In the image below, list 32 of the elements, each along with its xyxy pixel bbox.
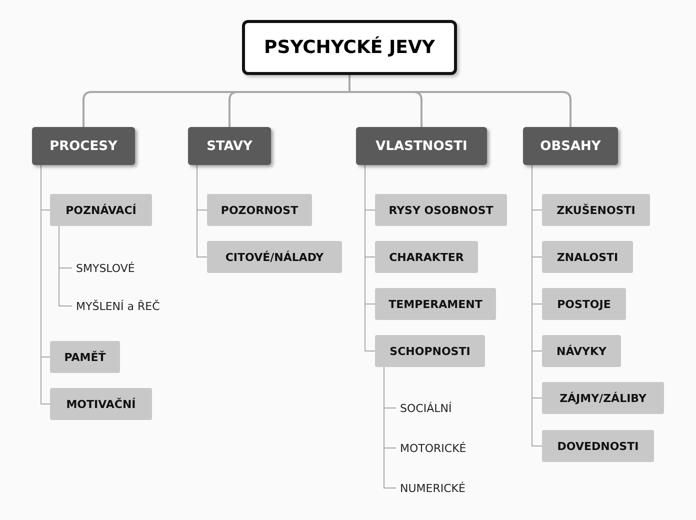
topic-box: CITOVÉ/NÁLADY [207, 241, 342, 273]
subtopic-label: NUMERICKÉ [396, 479, 476, 497]
connector-line [364, 164, 376, 352]
topic-box: ZÁJMY/ZÁLIBY [542, 382, 664, 414]
topic-box: POZORNOST [207, 194, 312, 226]
subtopic-label: MYŠLENÍ a ŘEČ [72, 297, 172, 315]
connector-line [384, 366, 396, 488]
connector-line [532, 164, 542, 446]
category-box: STAVY [188, 127, 271, 165]
subtopic-label: SMYSLOVÉ [72, 259, 152, 277]
topic-box: ZNALOSTI [542, 241, 633, 273]
topic-box: SCHOPNOSTI [375, 335, 485, 367]
topic-box: PAMĚŤ [50, 341, 120, 373]
connector-line [196, 164, 208, 258]
root-box: PSYCHYCKÉ JEVY [242, 20, 457, 75]
topic-box: NÁVYKY [542, 335, 621, 367]
topic-box: MOTIVAČNÍ [50, 388, 152, 420]
category-box: OBSAHY [523, 127, 618, 165]
topic-box: CHARAKTER [375, 241, 478, 273]
topic-box: POZNÁVACÍ [50, 194, 152, 226]
connector-line [40, 164, 50, 404]
category-box: VLASTNOSTI [356, 127, 487, 165]
subtopic-label: MOTORICKÉ [396, 439, 476, 457]
connector-line [58, 226, 72, 306]
topic-box: ZKUŠENOSTI [542, 194, 650, 226]
topic-box: TEMPERAMENT [375, 288, 496, 320]
topic-box: RYSY OSOBNOST [375, 194, 507, 226]
topic-box: POSTOJE [542, 288, 626, 320]
topic-box: DOVEDNOSTI [542, 430, 654, 462]
connector-line [348, 75, 572, 127]
category-box: PROCESY [32, 127, 135, 165]
subtopic-label: SOCIÁLNÍ [396, 399, 466, 417]
